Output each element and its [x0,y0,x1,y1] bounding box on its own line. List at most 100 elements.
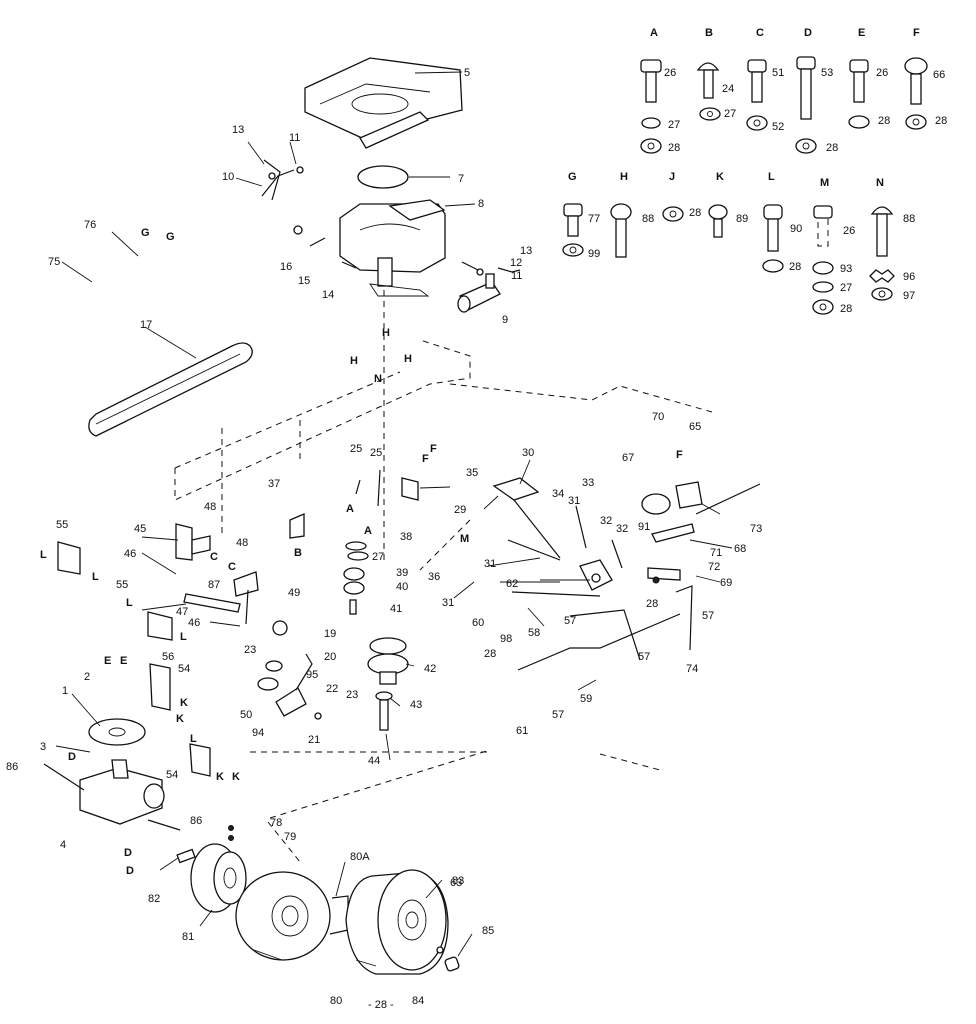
callout: 87 [208,579,220,591]
callout: 20 [324,651,336,663]
callout: 39 [396,567,408,579]
callout: 49 [288,587,300,599]
assembly-letter: L [190,733,197,745]
callout-27: 27 [668,119,680,131]
callout: 28 [484,648,496,660]
callout: 13 [520,245,532,257]
assembly-letter: B [294,547,302,559]
callout: 32 [600,515,612,527]
bolt-icon [848,59,870,129]
pulley-assembly [257,620,322,720]
assembly-letter: N [374,373,382,385]
callout: 62 [506,578,518,590]
callout: 35 [466,467,478,479]
nut-icon [662,206,684,222]
callout: 98 [500,633,512,645]
engine [339,199,446,297]
callout-97: 97 [903,290,915,302]
long-bolt-icon [795,56,817,154]
bracket-37 [289,513,305,539]
callout-93: 93 [840,263,852,275]
callout: 30 [522,447,534,459]
assembly-letter: F [430,443,437,455]
callout: 28 [646,598,658,610]
callout: 94 [252,727,264,739]
callout: 57 [638,651,650,663]
callout: 13 [232,124,244,136]
callout-28: 28 [878,115,890,127]
callout-28: 28 [668,142,680,154]
assembly-letter: E [120,655,127,667]
kit-letter-n: N [876,177,884,189]
leader-lines [55,141,733,967]
callout: 36 [428,571,440,583]
kit-letter-f: F [913,27,920,39]
callout: 12 [510,257,522,269]
callout-51: 51 [772,67,784,79]
callout: 31 [484,558,496,570]
callout: 46 [124,548,136,560]
key-82 [176,848,196,864]
kit-letter-e: E [858,27,865,39]
kit-letter-c: C [756,27,764,39]
assembly-letter: E [104,655,111,667]
throttle-bracket [261,159,304,201]
kit-letter-b: B [705,27,713,39]
callout: 67 [622,452,634,464]
fastener-group [461,261,521,276]
bolt-icon [869,206,895,301]
frame-outline [174,290,713,863]
assembly-letter: F [422,453,429,465]
clutch-rod [517,613,681,671]
callout: 43 [410,699,422,711]
callout: 29 [454,504,466,516]
assembly-letter: G [141,227,150,239]
assembly-letter: K [176,713,184,725]
assembly-letter: K [216,771,224,783]
callout: 7 [458,173,464,185]
callout: 19 [324,628,336,640]
callout: 83 [452,875,464,887]
callout: 81 [182,931,194,943]
callout: 57 [552,709,564,721]
callout: 45 [134,523,146,535]
assembly-letter: K [232,771,240,783]
assembly-letter: L [92,571,99,583]
assembly-letter: G [166,231,175,243]
callout: 73 [750,523,762,535]
bolt-icon [762,204,784,273]
assembly-letter: K [180,697,188,709]
callout-52: 52 [772,121,784,133]
callout: 86 [190,815,202,827]
callout: 46 [188,617,200,629]
callout-90: 90 [790,223,802,235]
callout: 37 [268,478,280,490]
callout-28: 28 [689,207,701,219]
callout-88: 88 [642,213,654,225]
bolt-icon [708,204,728,238]
assembly-letter: M [460,533,469,545]
callout: 11 [289,132,300,144]
callout: 34 [552,488,564,500]
bracket-54 [189,743,211,777]
callout: 74 [686,663,698,675]
kit-letter-m: M [820,177,829,189]
callout: 2 [84,671,90,683]
callout: 31 [568,495,580,507]
assembly-letter: C [210,551,218,563]
assembly-letter: D [126,865,134,877]
callout: 3 [40,741,46,753]
kit-letter-a: A [650,27,658,39]
kit-letter-d: D [804,27,812,39]
assembly-letter: C [228,561,236,573]
rear-tire [345,869,449,975]
callout: 75 [48,256,60,268]
callout: 10 [222,171,234,183]
callout: 23 [244,644,256,656]
callout-96: 96 [903,271,915,283]
callout: 63 [450,877,462,889]
callout-27: 27 [724,108,736,120]
callout: 70 [652,411,664,423]
callout: 38 [400,531,412,543]
callout: 16 [280,261,292,273]
